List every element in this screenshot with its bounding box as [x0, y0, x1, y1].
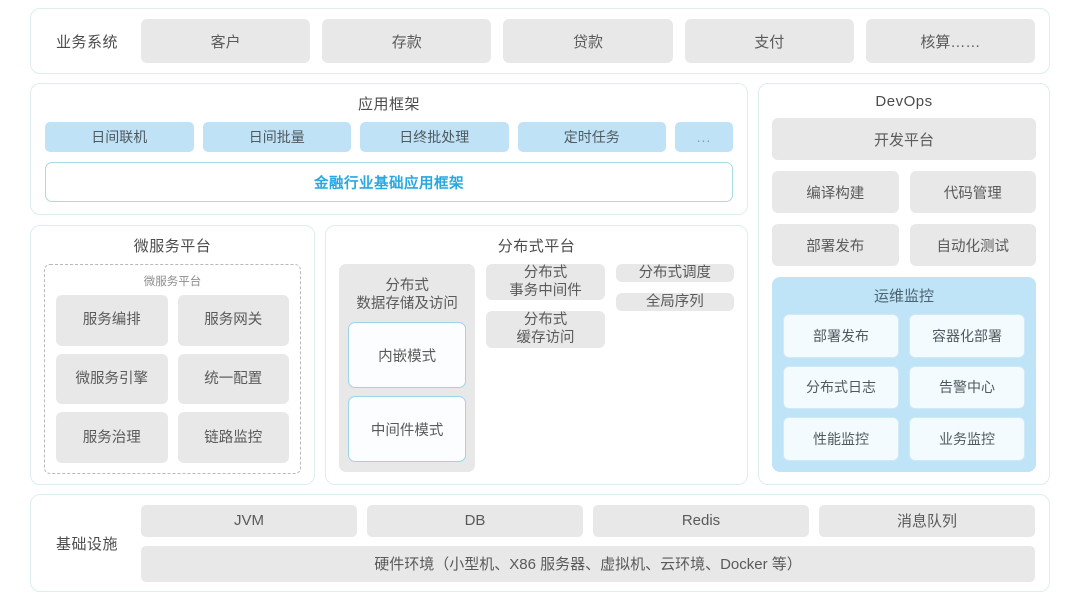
platform-column: 应用框架 日间联机 日间批量 日终批处理 定时任务 ... 金融行业基础应用框架… [30, 83, 748, 485]
microservice-item-trace-monitor[interactable]: 链路监控 [177, 412, 289, 463]
app-framework-chip-eod-batch[interactable]: 日终批处理 [360, 122, 509, 152]
microservice-platform-panel: 微服务平台 微服务平台 服务编排 服务网关 微服务引擎 统一配置 服务治理 链路… [30, 225, 315, 485]
devops-panel: DevOps 开发平台 编译构建 代码管理 部署发布 自动化测试 运维监控 部署… [758, 83, 1050, 485]
distributed-mode-middleware[interactable]: 中间件模式 [348, 396, 467, 462]
distributed-cache-access-line2: 缓存访问 [516, 330, 575, 347]
distributed-data-storage-card[interactable]: 分布式 数据存储及访问 内嵌模式 中间件模式 [339, 264, 476, 472]
devops-item-deploy-release[interactable]: 部署发布 [772, 224, 899, 266]
business-systems-label: 业务系统 [55, 33, 118, 51]
infrastructure-item-message-queue[interactable]: 消息队列 [819, 504, 1035, 537]
app-framework-chip-more[interactable]: ... [675, 122, 733, 152]
business-systems-panel: 业务系统 客户 存款 贷款 支付 核算…… [30, 8, 1050, 74]
app-framework-title: 应用框架 [357, 96, 420, 113]
ops-item-container-deploy[interactable]: 容器化部署 [909, 314, 1025, 358]
distributed-mode-embedded[interactable]: 内嵌模式 [348, 322, 467, 389]
microservice-item-engine[interactable]: 微服务引擎 [56, 353, 168, 405]
devops-column: DevOps 开发平台 编译构建 代码管理 部署发布 自动化测试 运维监控 部署… [758, 83, 1050, 485]
distributed-cache-access[interactable]: 分布式 缓存访问 [486, 311, 605, 348]
infrastructure-hardware-environment[interactable]: 硬件环境（小型机、X86 服务器、虚拟机、云环境、Docker 等） [141, 545, 1035, 582]
microservice-items: 服务编排 服务网关 微服务引擎 统一配置 服务治理 链路监控 [56, 295, 289, 463]
app-framework-chip-online[interactable]: 日间联机 [45, 122, 194, 152]
finance-foundation-framework[interactable]: 金融行业基础应用框架 [45, 162, 733, 202]
infrastructure-item-redis[interactable]: Redis [593, 504, 809, 537]
app-framework-chip-scheduled-task[interactable]: 定时任务 [517, 122, 666, 152]
infrastructure-item-db[interactable]: DB [367, 504, 583, 537]
devops-item-automated-testing[interactable]: 自动化测试 [909, 224, 1036, 266]
business-system-accounting[interactable]: 核算…… [865, 19, 1036, 63]
ops-item-deploy-release[interactable]: 部署发布 [783, 314, 899, 358]
ops-monitoring-items: 部署发布 容器化部署 分布式日志 告警中心 性能监控 业务监控 [783, 314, 1025, 461]
business-systems-items: 客户 存款 贷款 支付 核算…… [141, 19, 1036, 63]
microservice-inner-title: 微服务平台 [143, 276, 202, 288]
distributed-transaction-middleware[interactable]: 分布式 事务中间件 [486, 264, 605, 301]
distributed-transaction-middleware-line2: 事务中间件 [509, 283, 582, 300]
devops-items: 编译构建 代码管理 部署发布 自动化测试 [772, 171, 1036, 266]
distributed-platform-panel: 分布式平台 分布式 数据存储及访问 内嵌模式 中间件模式 [325, 225, 748, 485]
microservice-item-gateway[interactable]: 服务网关 [177, 295, 289, 346]
infrastructure-panel: 基础设施 JVM DB Redis 消息队列 硬件环境（小型机、X86 服务器、… [30, 494, 1050, 592]
distributed-transaction-middleware-line1: 分布式 [523, 265, 568, 281]
distributed-platform-body: 分布式 数据存储及访问 内嵌模式 中间件模式 分布式 事务中间件 [339, 264, 734, 472]
microservice-inner-box: 微服务平台 服务编排 服务网关 微服务引擎 统一配置 服务治理 链路监控 [44, 264, 301, 474]
app-framework-panel: 应用框架 日间联机 日间批量 日终批处理 定时任务 ... 金融行业基础应用框架 [30, 83, 748, 215]
infrastructure-items: JVM DB Redis 消息队列 [141, 504, 1035, 537]
distributed-scheduling[interactable]: 分布式调度 [615, 264, 734, 283]
ops-item-distributed-log[interactable]: 分布式日志 [783, 365, 899, 410]
microservice-item-governance[interactable]: 服务治理 [56, 412, 168, 463]
distributed-cache-access-line1: 分布式 [523, 312, 568, 329]
infrastructure-item-jvm[interactable]: JVM [141, 504, 357, 537]
ops-monitoring-title: 运维监控 [873, 288, 934, 305]
app-framework-chip-batch[interactable]: 日间批量 [202, 122, 351, 152]
business-system-deposit[interactable]: 存款 [322, 19, 492, 63]
devops-dev-platform[interactable]: 开发平台 [772, 118, 1036, 160]
devops-title: DevOps [875, 93, 933, 110]
microservice-item-unified-config[interactable]: 统一配置 [177, 353, 289, 405]
infrastructure-label: 基础设施 [55, 535, 118, 553]
distributed-data-storage-title-line1: 分布式 [385, 278, 429, 294]
business-system-payment[interactable]: 支付 [684, 19, 854, 63]
infrastructure-body: JVM DB Redis 消息队列 硬件环境（小型机、X86 服务器、虚拟机、云… [141, 504, 1035, 582]
ops-item-alert-center[interactable]: 告警中心 [909, 365, 1025, 410]
ops-item-business-monitor[interactable]: 业务监控 [909, 417, 1025, 461]
lower-platforms: 微服务平台 微服务平台 服务编排 服务网关 微服务引擎 统一配置 服务治理 链路… [30, 225, 748, 485]
distributed-data-storage-title-line2: 数据存储及访问 [356, 296, 458, 313]
ops-monitoring-panel: 运维监控 部署发布 容器化部署 分布式日志 告警中心 性能监控 业务监控 [772, 277, 1036, 472]
microservice-item-orchestration[interactable]: 服务编排 [56, 295, 168, 346]
devops-item-build[interactable]: 编译构建 [772, 171, 899, 213]
microservice-platform-title: 微服务平台 [133, 238, 212, 255]
distributed-platform-title: 分布式平台 [497, 238, 576, 255]
business-system-loan[interactable]: 贷款 [503, 19, 673, 63]
distributed-column-3: 分布式调度 全局序列 [615, 264, 734, 472]
ops-item-performance-monitor[interactable]: 性能监控 [783, 417, 899, 461]
app-framework-chips: 日间联机 日间批量 日终批处理 定时任务 ... [45, 122, 733, 152]
distributed-column-2: 分布式 事务中间件 分布式 缓存访问 [486, 264, 605, 472]
distributed-data-storage-title: 分布式 数据存储及访问 [348, 274, 466, 314]
global-sequence[interactable]: 全局序列 [615, 293, 734, 312]
devops-item-code-management[interactable]: 代码管理 [909, 171, 1036, 213]
business-system-customer[interactable]: 客户 [141, 19, 311, 63]
middle-section: 应用框架 日间联机 日间批量 日终批处理 定时任务 ... 金融行业基础应用框架… [30, 83, 1050, 485]
